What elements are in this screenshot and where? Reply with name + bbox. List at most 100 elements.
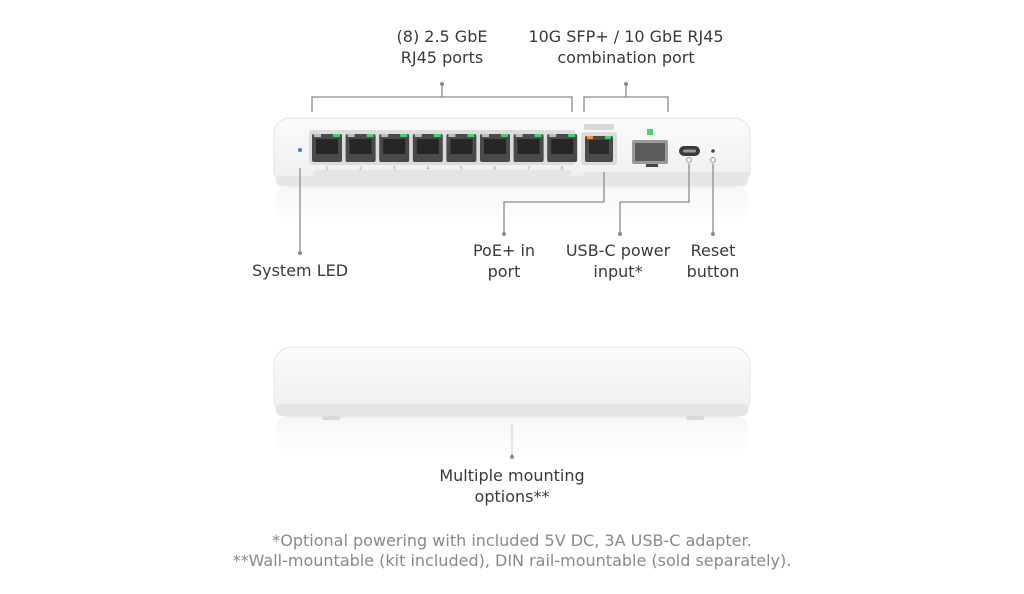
- bracket-rj45-ports: [311, 96, 573, 112]
- foot-right: [686, 416, 704, 420]
- label-combo-port: 10G SFP+ / 10 GbE RJ45 combination port: [496, 26, 756, 68]
- label-usbc-line2: input*: [593, 262, 643, 281]
- system-led-icon: [298, 148, 302, 152]
- rj45-port: [379, 134, 410, 162]
- rj45-port-jack: [349, 139, 372, 154]
- rj45-port-jack: [383, 139, 406, 154]
- port-link-led-icon: [467, 134, 475, 137]
- sfp-slot: [635, 143, 665, 161]
- switch-front-view: 1 2 3 4 5 6 7 8: [273, 117, 751, 224]
- port-activity-led-icon: [515, 134, 523, 137]
- combo-label-strip: [583, 172, 749, 178]
- status-dot-icon: [711, 149, 715, 153]
- port-link-led-icon: [333, 134, 340, 137]
- line-usbc-power: [619, 164, 690, 233]
- foot-left: [322, 416, 340, 420]
- callout-lines: [299, 85, 714, 456]
- sfp-latch: [646, 164, 658, 167]
- dot-mounting: [510, 455, 514, 459]
- port-link-led-icon: [534, 134, 542, 137]
- port-number-label: 6: [493, 166, 496, 172]
- port-activity-led-icon: [482, 134, 489, 137]
- sfp-link-led-icon: [647, 129, 653, 135]
- port-link-led-icon: [433, 134, 441, 137]
- label-combo-line2: combination port: [557, 48, 695, 67]
- dot-poe: [502, 232, 506, 236]
- rj45-port: [513, 134, 544, 162]
- port-number-label: 3: [393, 166, 396, 172]
- label-mounting-line1: Multiple mounting: [439, 466, 585, 485]
- rj45-port-jack: [416, 139, 439, 154]
- switch-rear-view: [273, 346, 751, 454]
- label-poe-in: PoE+ in port: [444, 240, 564, 282]
- usb-c-tongue: [683, 149, 696, 153]
- footnote-usbc: *Optional powering with included 5V DC, …: [272, 531, 752, 550]
- front-bottom-edge: [276, 176, 748, 186]
- port-activity-led-icon: [347, 134, 355, 137]
- label-reset-line2: button: [686, 262, 740, 281]
- port-link-led-icon: [366, 134, 374, 137]
- label-system-led-line1: System LED: [251, 261, 349, 280]
- port-activity-led-icon: [549, 134, 557, 137]
- label-rj45-line1: (8) 2.5 GbE: [396, 27, 488, 46]
- footnote-mounting: **Wall-mountable (kit included), DIN rai…: [232, 551, 792, 570]
- label-combo-line1: 10G SFP+ / 10 GbE RJ45: [528, 27, 724, 46]
- port-number-label: 8: [561, 166, 564, 172]
- reset-button-icon: [710, 157, 716, 163]
- line-poe-in: [503, 172, 605, 233]
- dot-rj45: [440, 82, 444, 86]
- port-link-led-icon: [568, 134, 576, 137]
- bracket-combo-port: [583, 96, 669, 112]
- rj45-port-jack: [517, 139, 540, 154]
- label-system-led: System LED: [230, 260, 370, 281]
- label-usbc-power: USB-C power input*: [553, 240, 683, 282]
- port-number-strip: [313, 170, 571, 176]
- rear-bottom-edge: [276, 404, 748, 416]
- dot-system-led: [298, 251, 302, 255]
- port-activity-led-icon: [448, 134, 456, 137]
- label-mounting: Multiple mounting options**: [412, 465, 612, 507]
- rj45-ports: [312, 134, 578, 162]
- port-number-label: 2: [359, 166, 362, 172]
- port-activity-led-icon: [414, 134, 422, 137]
- port-numbers: 1 2 3 4 5 6 7 8: [325, 166, 563, 172]
- rj45-port: [480, 134, 510, 162]
- rj45-port: [345, 134, 376, 162]
- front-reflection: [276, 184, 748, 224]
- rj45-port: [446, 134, 477, 162]
- dot-combo: [624, 82, 628, 86]
- rj45-port: [312, 134, 342, 162]
- port-number-label: 5: [460, 166, 463, 172]
- combo-port-label-strip: [584, 124, 614, 130]
- rj45-port-jack: [316, 139, 338, 154]
- label-poe-line2: port: [487, 262, 521, 281]
- port-number-label: 7: [527, 166, 530, 172]
- port-activity-led-icon: [381, 134, 389, 137]
- label-rj45-ports: (8) 2.5 GbE RJ45 ports: [342, 26, 542, 68]
- label-mounting-line2: options**: [474, 487, 550, 506]
- poe-link-led-icon: [605, 136, 611, 139]
- rj45-port: [547, 134, 578, 162]
- port-number-label: 4: [426, 166, 429, 172]
- dot-reset: [711, 232, 715, 236]
- callout-dots: [298, 82, 715, 459]
- port-activity-led-icon: [314, 134, 321, 137]
- rj45-port-jack: [450, 139, 473, 154]
- dot-usbc: [618, 232, 622, 236]
- label-rj45-line2: RJ45 ports: [400, 48, 484, 67]
- port-link-led-icon: [400, 134, 408, 137]
- port-number-label: 1: [325, 166, 328, 172]
- rj45-port: [412, 134, 443, 162]
- label-reset-line1: Reset: [690, 241, 736, 260]
- label-usbc-line1: USB-C power: [565, 241, 671, 260]
- rear-chassis: [273, 346, 751, 418]
- label-reset: Reset button: [673, 240, 753, 282]
- rear-reflection: [276, 414, 748, 454]
- usb-c-led-icon: [686, 157, 692, 163]
- poe-led-icon: [587, 136, 593, 139]
- rj45-port-jack: [551, 139, 574, 154]
- poe-in-port-jack: [589, 140, 609, 154]
- port-link-led-icon: [501, 134, 508, 137]
- rj45-port-jack: [484, 139, 506, 154]
